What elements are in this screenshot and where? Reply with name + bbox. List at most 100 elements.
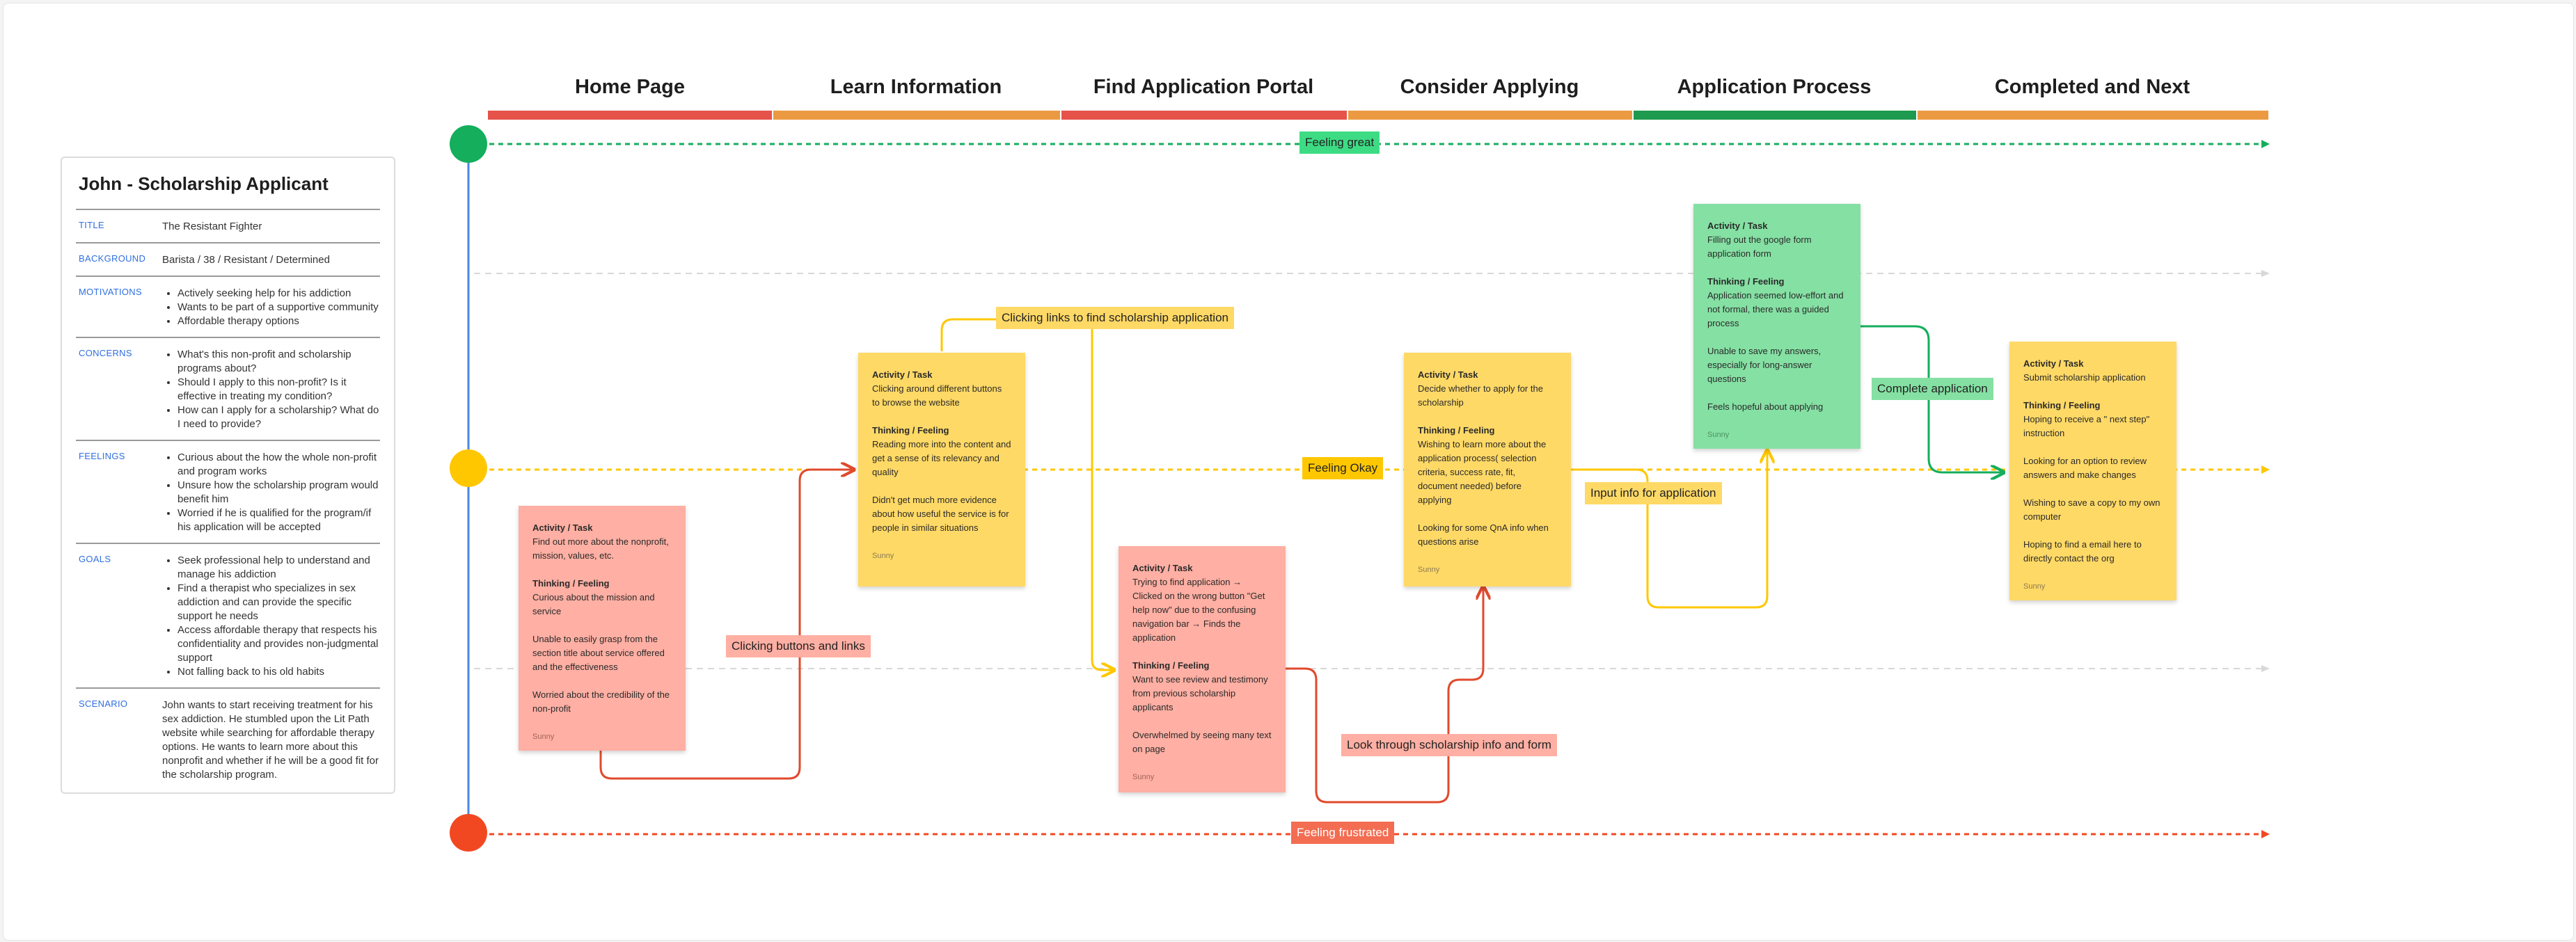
persona-label: FEELINGS [79, 451, 125, 461]
journey-map-board: John - Scholarship Applicant TITLE The R… [3, 3, 2574, 941]
persona-name: John - Scholarship Applicant [79, 173, 329, 194]
neutral-line-lower-end [2261, 665, 2270, 672]
card-activity-title: Activity / Task [1707, 221, 1768, 231]
neutral-line-upper-end [2261, 270, 2270, 277]
persona-row-background: BACKGROUND Barista / 38 / Resistant / De… [76, 242, 380, 276]
persona-value: Seek professional help to understand and… [162, 554, 380, 679]
persona-label: TITLE [79, 220, 104, 230]
journey-card-completed: Activity / Task Submit scholarship appli… [2009, 342, 2176, 600]
stage-bar [488, 111, 772, 120]
card-activity: Clicking around different buttons to bro… [872, 383, 1002, 408]
connector-home-to-learn [599, 470, 854, 780]
stage-title-learn-information: Learn Information [830, 76, 1002, 98]
card-thinking-title: Thinking / Feeling [1132, 660, 1210, 671]
card-author: Sunny [532, 733, 555, 741]
persona-label: CONCERNS [79, 348, 132, 358]
stage-title-home-page: Home Page [575, 76, 685, 98]
card-activity-title: Activity / Task [1132, 563, 1193, 573]
connector-label-clicking-buttons: Clicking buttons and links [726, 635, 871, 657]
list-item: Worried if he is qualified for the progr… [177, 506, 380, 534]
persona-value: Actively seeking help for his addiction … [162, 287, 380, 328]
okay-line-end [2261, 465, 2270, 474]
feeling-great-label: Feeling great [1299, 131, 1380, 154]
card-thought: Hoping to find a email here to directly … [2023, 539, 2142, 564]
card-thought: Hoping to receive a " next step" instruc… [2023, 414, 2150, 438]
persona-label: BACKGROUND [79, 253, 146, 264]
connector-consider-to-process [1571, 450, 1767, 609]
list-item: How can I apply for a scholarship? What … [177, 404, 380, 431]
okay-circle [450, 449, 487, 487]
connector-label-input-info: Input info for application [1585, 482, 1722, 504]
journey-card-learn-information: Activity / Task Clicking around differen… [858, 353, 1025, 586]
feeling-frustrated-label: Feeling frustrated [1291, 822, 1395, 844]
card-thought: Unable to easily grasp from the section … [532, 634, 665, 672]
persona-label: GOALS [79, 554, 111, 564]
card-thinking-title: Thinking / Feeling [2023, 400, 2101, 410]
journey-card-consider-applying: Activity / Task Decide whether to apply … [1404, 353, 1571, 586]
card-activity: Trying to find application → Clicked on … [1132, 577, 1265, 643]
frustrated-circle [450, 814, 487, 852]
frustrated-line-end [2261, 830, 2270, 838]
stage-title-application-process: Application Process [1677, 76, 1872, 98]
list-item: Wants to be part of a supportive communi… [177, 301, 380, 314]
persona-row-goals: GOALS Seek professional help to understa… [76, 543, 380, 687]
journey-card-home-page: Activity / Task Find out more about the … [519, 506, 686, 751]
card-thought: Application seemed low-effort and not fo… [1707, 290, 1844, 328]
list-item: What's this non-profit and scholarship p… [177, 348, 380, 376]
card-thought: Curious about the mission and service [532, 592, 655, 616]
connector-label-clicking-links: Clicking links to find scholarship appli… [996, 307, 1234, 329]
persona-row-scenario: SCENARIO John wants to start receiving t… [76, 687, 380, 790]
card-activity: Decide whether to apply for the scholars… [1418, 383, 1543, 408]
card-thought: Worried about the credibility of the non… [532, 689, 670, 714]
card-thinking-title: Thinking / Feeling [532, 578, 610, 589]
stage-title-find-application-portal: Find Application Portal [1093, 76, 1314, 98]
stage-bar [773, 111, 1060, 120]
card-thinking-title: Thinking / Feeling [1707, 276, 1785, 287]
card-activity-title: Activity / Task [532, 522, 593, 533]
card-activity-title: Activity / Task [2023, 358, 2084, 369]
persona-label: SCENARIO [79, 698, 128, 709]
persona-label: MOTIVATIONS [79, 287, 142, 297]
card-author: Sunny [2023, 582, 2046, 591]
stage-bar [1634, 111, 1916, 120]
great-circle [450, 125, 487, 163]
card-thought: Overwhelmed by seeing many text on page [1132, 730, 1272, 754]
persona-value: John wants to start receiving treatment … [162, 699, 379, 781]
card-author: Sunny [872, 552, 894, 560]
card-thought: Want to see review and testimony from pr… [1132, 674, 1268, 712]
list-item: Seek professional help to understand and… [177, 554, 380, 582]
persona-card: John - Scholarship Applicant TITLE The R… [61, 157, 395, 794]
card-thinking-title: Thinking / Feeling [1418, 425, 1495, 436]
journey-lines [450, 125, 2270, 852]
journey-card-application-process: Activity / Task Filling out the google f… [1693, 204, 1860, 449]
card-activity: Find out more about the nonprofit, missi… [532, 536, 669, 561]
card-thought: Feels hopeful about applying [1707, 401, 1824, 412]
persona-row-concerns: CONCERNS What's this non-profit and scho… [76, 337, 380, 440]
card-thinking-title: Thinking / Feeling [872, 425, 949, 436]
persona-row-title: TITLE The Resistant Fighter [76, 209, 380, 242]
persona-value: Barista / 38 / Resistant / Determined [162, 254, 330, 266]
persona-row-motivations: MOTIVATIONS Actively seeking help for hi… [76, 276, 380, 337]
card-activity-title: Activity / Task [872, 369, 933, 380]
journey-card-find-portal: Activity / Task Trying to find applicati… [1119, 546, 1286, 792]
list-item: Access affordable therapy that respects … [177, 623, 380, 665]
persona-value: What's this non-profit and scholarship p… [162, 348, 380, 431]
persona-value: The Resistant Fighter [162, 221, 262, 232]
list-item: Not falling back to his old habits [177, 665, 380, 679]
card-thought: Looking for some QnA info when questions… [1418, 522, 1549, 547]
connector-portal-to-consider [1286, 586, 1483, 804]
stage-bar [1348, 111, 1632, 120]
stage-title-consider-applying: Consider Applying [1400, 76, 1579, 98]
card-author: Sunny [1707, 431, 1730, 439]
card-author: Sunny [1418, 566, 1440, 574]
list-item: Unsure how the scholarship program would… [177, 479, 380, 506]
card-thought: Wishing to learn more about the applicat… [1418, 439, 1547, 505]
stage-title-completed-and-next: Completed and Next [1994, 76, 2190, 98]
stage-bar [1061, 111, 1347, 120]
card-thought: Didn't get much more evidence about how … [872, 495, 1009, 533]
card-activity: Submit scholarship application [2023, 372, 2146, 383]
card-activity: Filling out the google form application … [1707, 234, 1812, 259]
persona-value: Curious about the how the whole non-prof… [162, 451, 380, 534]
feeling-okay-label: Feeling Okay [1302, 457, 1384, 479]
list-item: Should I apply to this non-profit? Is it… [177, 376, 380, 404]
